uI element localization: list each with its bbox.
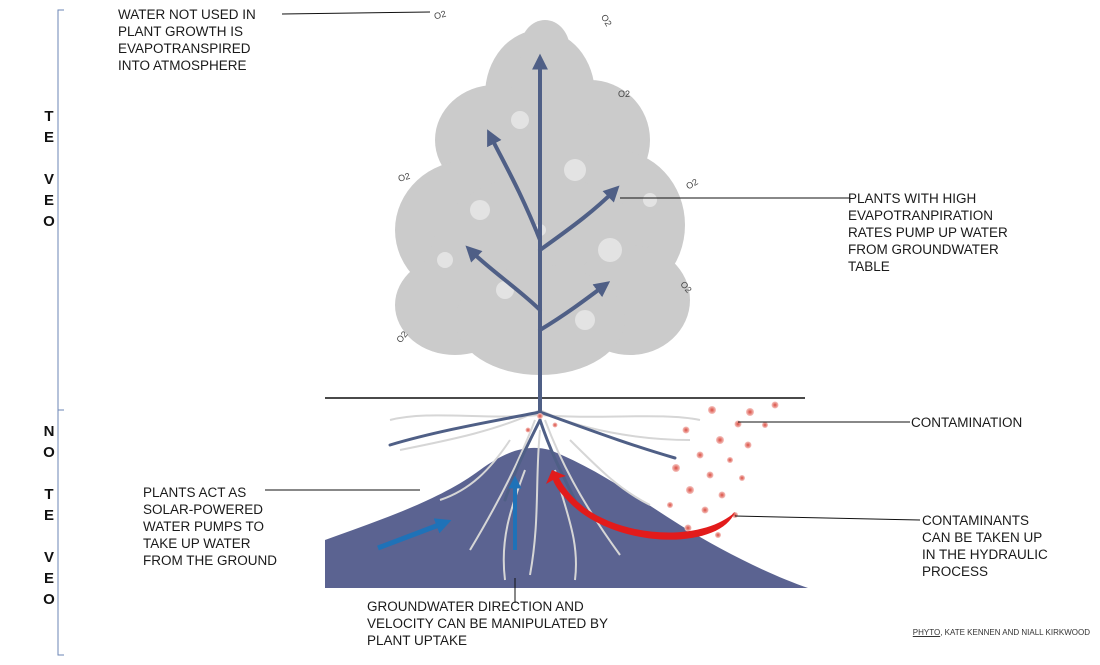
contaminants-uptake-label: CONTAMINANTS CAN BE TAKEN UP IN THE HYDR… xyxy=(922,512,1048,580)
canopy-side-label: T E V E O xyxy=(38,106,60,232)
groundwater-label: GROUNDWATER DIRECTION AND VELOCITY CAN B… xyxy=(367,598,608,649)
source-credit: PHYTO, KATE KENNEN AND NIALL KIRKWOOD xyxy=(913,628,1090,637)
evapotranspired-label: WATER NOT USED IN PLANT GROWTH IS EVAPOT… xyxy=(118,6,256,74)
o2-label: O2 xyxy=(433,9,447,22)
source-title: PHYTO xyxy=(913,628,940,637)
high-et-label: PLANTS WITH HIGH EVAPOTRANPIRATION RATES… xyxy=(848,190,1008,275)
o2-label: O2 xyxy=(618,89,630,99)
o2-label: O2 xyxy=(599,13,614,28)
solar-pumps-label: PLANTS ACT AS SOLAR-POWERED WATER PUMPS … xyxy=(143,484,277,569)
root-side-label: N O T E V E O xyxy=(38,421,60,610)
source-authors: , KATE KENNEN AND NIALL KIRKWOOD xyxy=(940,628,1090,637)
contamination-label: CONTAMINATION xyxy=(911,414,1022,431)
o2-label: O2 xyxy=(684,177,699,192)
o2-label: O2 xyxy=(397,171,411,184)
